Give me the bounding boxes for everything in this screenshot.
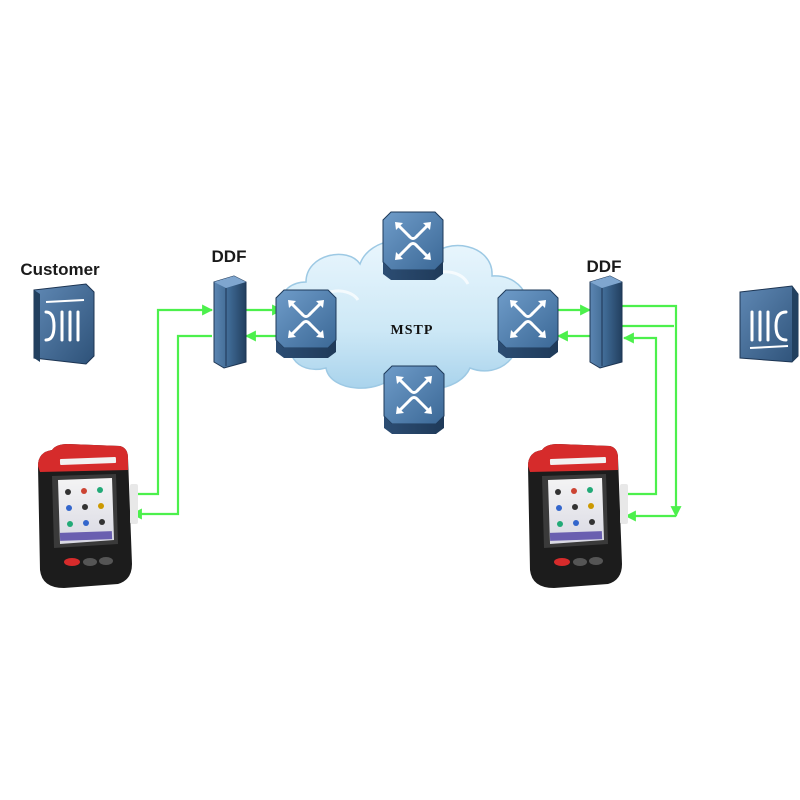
sdh-switch-left-icon — [274, 288, 338, 360]
network-label: MSTP — [391, 323, 434, 338]
ddf-right-label: DDF — [587, 257, 622, 276]
sdh-switch-bottom-icon — [382, 364, 446, 436]
handheld-tester-left-icon — [38, 444, 138, 588]
handheld-tester-right-icon — [528, 444, 628, 588]
link-right-outgoing — [622, 304, 682, 518]
distribution-frame-right-icon — [589, 275, 623, 369]
link-right-return — [622, 332, 658, 496]
link-left-outgoing — [130, 304, 214, 496]
customer-equipment-right-icon — [739, 285, 799, 363]
ddf-left-label: DDF — [212, 247, 247, 266]
link-left-return — [130, 334, 212, 520]
sdh-switch-right-icon — [496, 288, 560, 360]
customer-label: Customer — [20, 260, 100, 279]
link-lines — [130, 304, 682, 522]
customer-equipment-left-icon — [33, 283, 95, 365]
sdh-switch-top-icon — [381, 210, 445, 282]
distribution-frame-left-icon — [213, 275, 247, 369]
